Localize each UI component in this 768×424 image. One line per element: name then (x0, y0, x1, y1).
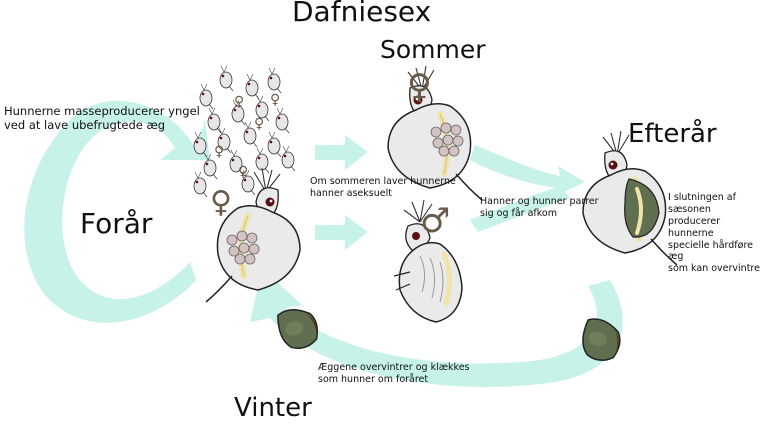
caption-hatching: Æggene overvintrer og klækkes som hunner… (318, 362, 470, 385)
diagram-title: Dafniesex (292, 0, 432, 28)
svg-text:♀: ♀ (238, 164, 248, 180)
arrow-summer-2 (315, 215, 368, 250)
summer-female-symbol: ♀ (407, 67, 432, 107)
summer-male-symbol: ♂ (420, 201, 450, 241)
spring-female-symbol: ♀ (210, 185, 232, 220)
caption-mating: Hanner og hunner parrer sig og får afkom (480, 196, 599, 219)
season-spring: Forår (80, 207, 153, 240)
caption-resting-eggs: I slutningen af sæsonen producerer hunne… (668, 192, 760, 275)
svg-text:♀: ♀ (254, 116, 264, 132)
spring-loop-arrow (24, 100, 211, 323)
arrow-to-autumn-top (470, 145, 585, 196)
svg-text:♀: ♀ (234, 94, 244, 110)
svg-text:♀: ♀ (270, 92, 280, 108)
season-summer: Sommer (380, 35, 486, 64)
svg-text:♀: ♀ (214, 144, 224, 160)
caption-summer-males: Om sommeren laver hunnerne hanner aseksu… (310, 176, 456, 199)
arrow-to-autumn-bottom (470, 186, 570, 232)
caption-parthenogenesis: Hunnerne masseproducerer yngel ved at la… (4, 104, 200, 133)
autumn-female-daphnia (583, 131, 677, 265)
swarm-female-symbols: ♀ ♀ ♀ ♀ ♀ (214, 92, 280, 180)
season-winter: Vinter (234, 393, 312, 423)
winter-return-arrow (250, 268, 623, 387)
season-autumn: Efterår (628, 119, 717, 149)
arrow-summer-1 (315, 135, 368, 170)
